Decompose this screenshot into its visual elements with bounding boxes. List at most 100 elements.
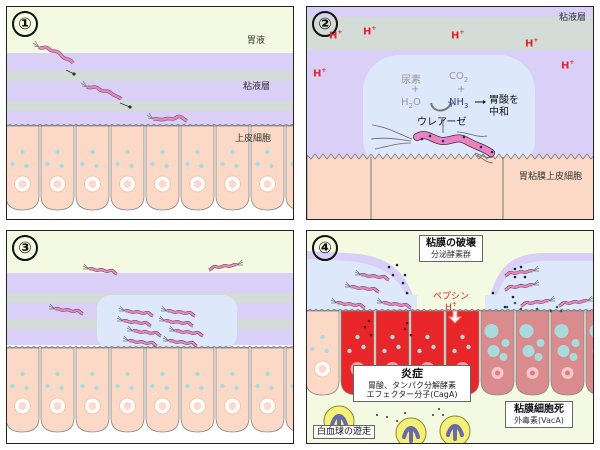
pepsin-label: ペプシン	[433, 292, 470, 302]
bacterium	[126, 325, 162, 338]
leukocyte	[395, 417, 427, 443]
epithelial-cell	[585, 310, 593, 394]
cell-death-title: 粘膜細胞死	[514, 404, 564, 415]
gastric-epithelial-cells-label: 胃粘膜上皮細胞	[519, 172, 583, 182]
mucosa-destruction-subtitle: 分泌酵素群	[431, 249, 471, 259]
panel-number: ④	[312, 235, 338, 261]
water-label: H2O	[401, 97, 421, 110]
urease-label: ウレアーゼ	[417, 117, 467, 128]
gastric-juice-layer	[7, 7, 293, 53]
microvilli	[7, 123, 293, 127]
urea-label: 尿素	[401, 75, 421, 86]
epithelial-cell	[550, 310, 585, 396]
epithelial-cell	[40, 347, 75, 433]
epithelial-cell	[215, 347, 250, 433]
inflammation-title: 炎症	[401, 367, 423, 380]
mucus-band	[7, 111, 293, 127]
bacterium	[146, 112, 188, 123]
panel-3-illustration	[7, 231, 293, 433]
reaction-arrow	[430, 102, 452, 112]
proton-label: H+	[363, 25, 377, 38]
bacterium	[160, 305, 196, 318]
epithelial-cell	[307, 310, 340, 396]
inflammation-line2: エフェクター分子(CagA)	[366, 389, 458, 399]
epithelial-cell	[515, 310, 550, 396]
bacterium	[520, 295, 556, 308]
proton-label: H+	[451, 29, 465, 42]
bacterium	[118, 305, 154, 318]
mucus-layer-label: 粘液層	[559, 13, 587, 23]
bacterium	[354, 269, 390, 282]
epithelial-cell	[110, 125, 145, 211]
leukocytes	[323, 405, 471, 443]
neutralize-label-line2: 中和	[489, 107, 509, 118]
epithelial-cell	[285, 125, 293, 209]
bacterial-niche	[363, 55, 535, 175]
epithelial-cell	[7, 125, 40, 211]
panel-3-colonization: ③	[6, 230, 294, 444]
epithelial-cell	[285, 347, 293, 431]
microvilli	[7, 345, 293, 349]
bacterium	[116, 315, 152, 328]
panel-1-bacteria-penetration: ① 胃液 粘液層 上皮細胞	[6, 6, 294, 220]
down-arrow-icon	[447, 310, 463, 324]
plus-sign: +	[411, 84, 420, 95]
epithelial-cell	[480, 310, 515, 396]
panel-number: ③	[12, 235, 38, 261]
epithelial-cell	[145, 347, 180, 433]
epithelial-cell	[75, 347, 110, 433]
bacterium	[162, 335, 198, 348]
panel-1-illustration	[7, 7, 293, 211]
epithelial-cell	[7, 347, 40, 433]
bacterium	[208, 259, 244, 272]
epithelial-cell-row	[7, 123, 293, 211]
mucus-band	[7, 53, 293, 71]
bacterium	[48, 303, 84, 316]
inflammation-box: 炎症 胃酸、タンパク分解酵素 エフェクター分子(CagA)	[353, 365, 471, 403]
mucus-band	[7, 81, 293, 101]
epithelial-cell-row	[7, 345, 293, 433]
leukocyte-migration-label: 白血球の遊走	[313, 425, 376, 440]
ammonia-label: NH3	[449, 97, 469, 110]
epithelial-cell	[250, 125, 285, 211]
bacterium	[122, 335, 158, 348]
leukocyte	[439, 415, 471, 443]
proton-label: H+	[313, 67, 327, 80]
mucosa-destruction-title: 粘膜の破壊	[426, 238, 476, 249]
mucus-layer-label: 粘液層	[243, 82, 271, 92]
epithelial-cells-label: 上皮細胞	[235, 134, 272, 144]
panel-number: ②	[312, 11, 338, 37]
bacterium	[82, 263, 118, 276]
bacterium	[32, 40, 75, 65]
panel-number: ①	[12, 11, 38, 37]
bacterium	[330, 297, 366, 310]
secreted-enzymes	[330, 263, 593, 422]
epithelial-cell	[110, 347, 145, 433]
bacterium	[376, 297, 412, 310]
bacterium	[504, 265, 540, 278]
proton-label: H+	[329, 29, 343, 42]
epithelial-cell	[215, 125, 250, 211]
movement-arrow	[65, 69, 132, 109]
inflammation-line1: 胃酸、タンパク分解酵素	[368, 380, 456, 390]
epithelial-cell	[145, 125, 180, 211]
cell-death-box: 粘膜細胞死 外毒素(VacA)	[505, 401, 573, 428]
bacterium	[558, 295, 593, 308]
bacterium	[344, 281, 380, 294]
gastric-juice-label: 胃液	[247, 36, 266, 46]
proton-label: H+	[561, 59, 575, 72]
cell-death-subtitle: 外毒素(VacA)	[514, 415, 564, 425]
gastric-epithelium	[307, 153, 593, 219]
epithelial-cell	[40, 125, 75, 211]
mucus-band	[7, 101, 293, 111]
epithelial-cell	[180, 347, 215, 433]
panel-2-urease-neutralization: ② 粘液層 H+ H+ H+ H+ H+ H+ 尿素 + H2O CO2 + N…	[306, 6, 594, 220]
panel-2-illustration	[307, 7, 593, 219]
bacteria-colony	[48, 259, 244, 348]
mucosa-destruction-box: 粘膜の破壊 分泌酵素群	[419, 235, 483, 262]
proton-label: H+	[445, 301, 457, 313]
bacterium-with-urease	[370, 119, 495, 164]
epithelial-cell	[180, 125, 215, 211]
microvilli	[307, 308, 593, 312]
mucus-band	[307, 17, 593, 50]
